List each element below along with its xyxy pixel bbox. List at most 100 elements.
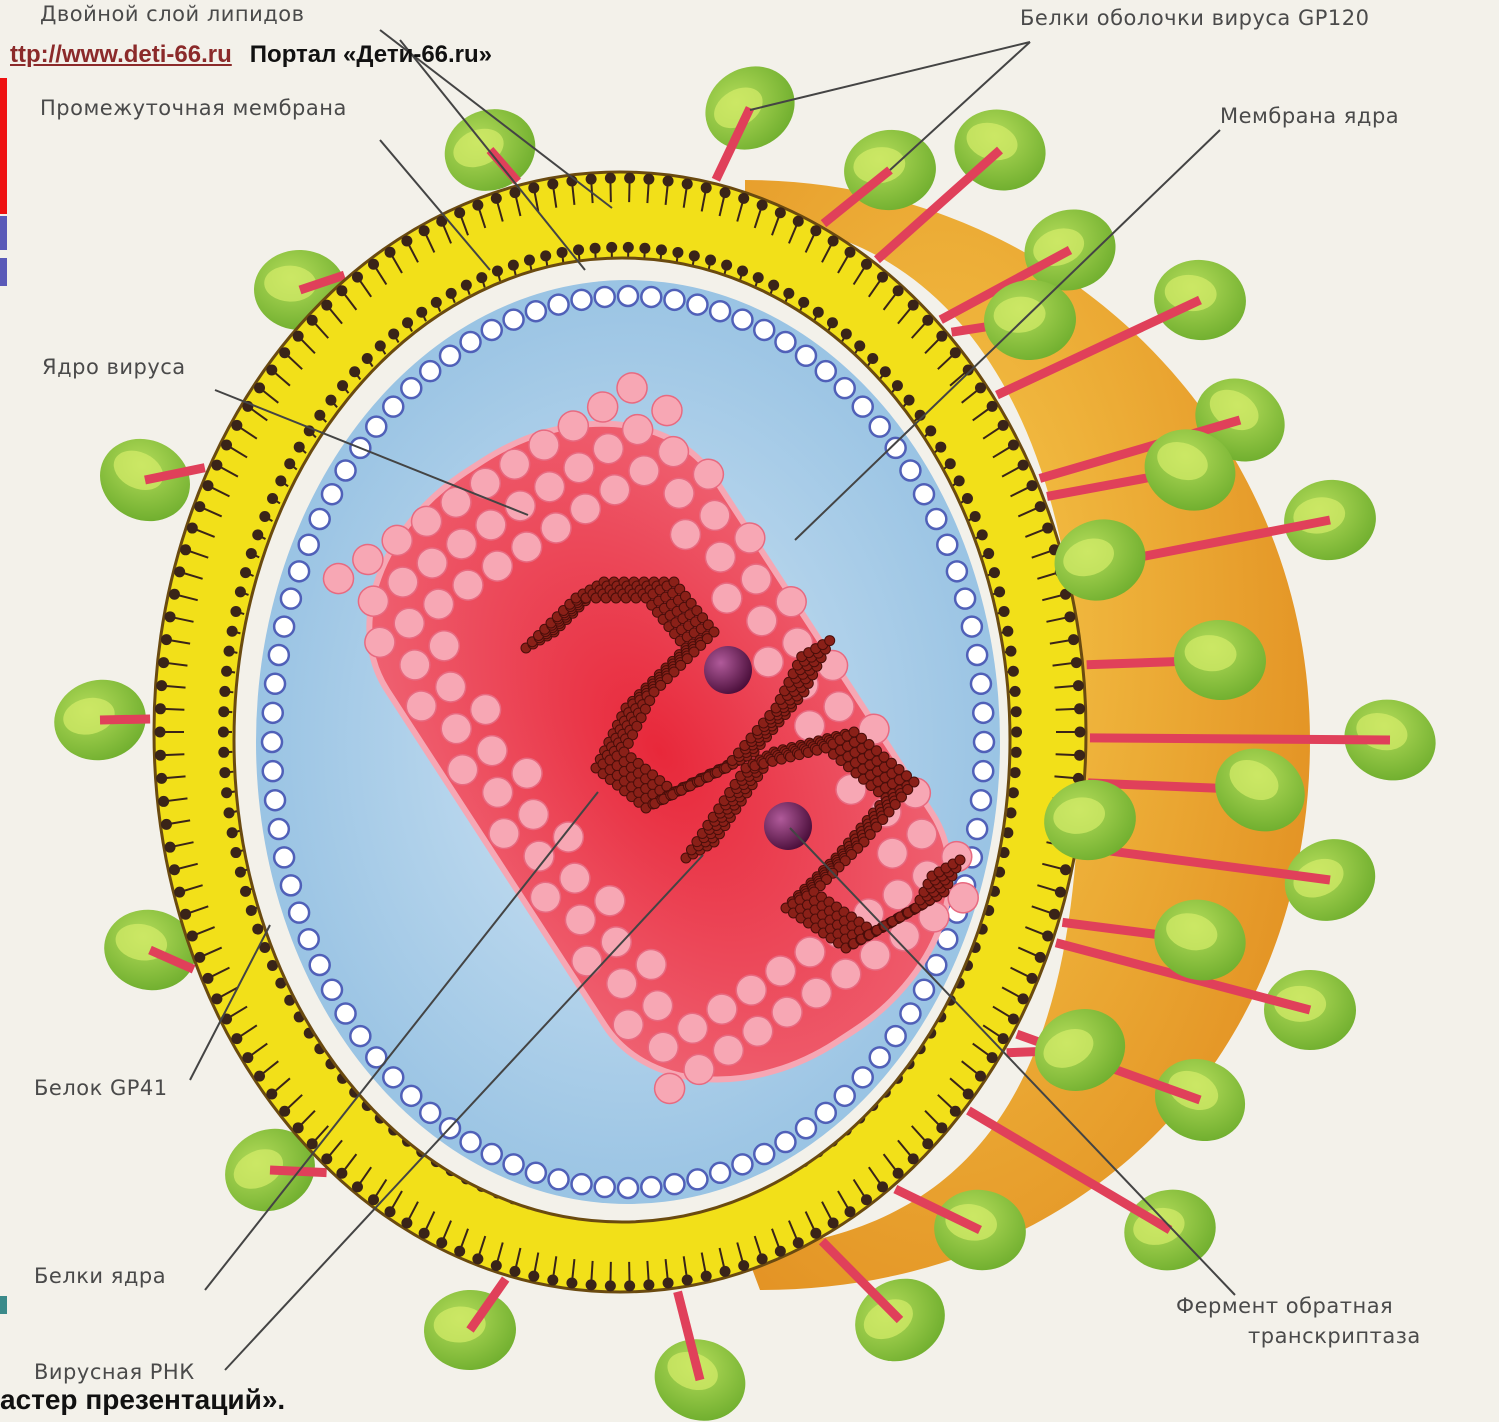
lipid-head xyxy=(352,272,363,283)
lipid-head xyxy=(720,1266,731,1277)
label-gp41: Белок GP41 xyxy=(34,1076,168,1100)
lipid-head xyxy=(416,307,427,318)
top-bar: ttp://www.deti-66.ru Портал «Дети-66.ru» xyxy=(0,34,492,76)
lipid-head xyxy=(211,993,222,1004)
lipid-head xyxy=(431,297,442,308)
lipid-head xyxy=(158,657,169,668)
lipid-head xyxy=(877,272,888,283)
lipid-head xyxy=(155,750,166,761)
lipid-head xyxy=(656,244,667,255)
membrane-bead xyxy=(322,484,342,504)
lipid-head xyxy=(1068,634,1079,645)
lipid-head xyxy=(753,272,764,283)
lipid-head xyxy=(1002,626,1013,637)
lipid-head xyxy=(254,382,265,393)
lipid-head xyxy=(738,1260,749,1271)
lipid-head xyxy=(388,328,399,339)
membrane-bead xyxy=(504,310,524,330)
lipid-head xyxy=(783,288,794,299)
membrane-bead xyxy=(886,438,906,458)
lipid-head xyxy=(476,272,487,283)
lipid-head xyxy=(768,280,779,291)
label-core-membrane: Мембрана ядра xyxy=(1220,104,1399,128)
lipid-head xyxy=(240,567,251,578)
lipid-head xyxy=(259,511,270,522)
lipid-head xyxy=(180,909,191,920)
rna-bead xyxy=(955,855,965,865)
lipid-head xyxy=(845,1206,856,1217)
membrane-bead xyxy=(870,1047,890,1067)
lipid-head xyxy=(935,442,946,453)
lipid-head xyxy=(509,1266,520,1277)
lipid-head xyxy=(1005,646,1016,657)
lipid-head xyxy=(845,247,856,258)
membrane-bead xyxy=(914,484,934,504)
lipid-head xyxy=(828,1217,839,1228)
lipid-head xyxy=(1073,680,1084,691)
lipid-head xyxy=(1008,787,1019,798)
lipid-head xyxy=(810,225,821,236)
lipid-head xyxy=(586,1279,597,1290)
lipid-head xyxy=(908,1153,919,1164)
lipid-head xyxy=(169,589,180,600)
reverse-transcriptase-1 xyxy=(704,646,752,694)
membrane-bead xyxy=(336,460,356,480)
lipid-head xyxy=(998,1033,1009,1044)
membrane-bead xyxy=(974,732,994,752)
lipid-head xyxy=(528,182,539,193)
lipid-head xyxy=(975,1071,986,1082)
membrane-bead xyxy=(299,535,319,555)
lipid-head xyxy=(419,225,430,236)
lipid-head xyxy=(454,207,465,218)
lipid-head xyxy=(321,1153,332,1164)
lipid-head xyxy=(793,1237,804,1248)
membrane-bead xyxy=(914,980,934,1000)
membrane-bead xyxy=(962,617,982,637)
lipid-head xyxy=(813,307,824,318)
label-gp120: Белки оболочки вируса GP120 xyxy=(1020,6,1369,30)
membrane-bead xyxy=(618,1178,638,1198)
lipid-head xyxy=(998,420,1009,431)
lipid-head xyxy=(893,1168,904,1179)
membrane-bead xyxy=(947,561,967,581)
label-virus-core: Ядро вируса xyxy=(42,355,186,379)
membrane-bead xyxy=(775,1132,795,1152)
lipid-head xyxy=(221,440,232,451)
membrane-bead xyxy=(664,1174,684,1194)
membrane-bead xyxy=(754,1144,774,1164)
lipid-head xyxy=(892,380,903,391)
membrane-bead xyxy=(572,1174,592,1194)
lipid-head xyxy=(643,174,654,185)
membrane-bead xyxy=(269,645,289,665)
lipid-head xyxy=(275,475,286,486)
lipid-head xyxy=(1064,611,1075,622)
lipid-head xyxy=(963,1088,974,1099)
lipid-head xyxy=(321,300,332,311)
membrane-bead xyxy=(310,509,330,529)
membrane-bead xyxy=(383,1067,403,1087)
lipid-head xyxy=(1008,666,1019,677)
membrane-bead xyxy=(955,589,975,609)
membrane-bead xyxy=(269,819,289,839)
lipid-head xyxy=(1074,703,1085,714)
lipid-head xyxy=(1074,750,1085,761)
lipid-head xyxy=(336,1168,347,1179)
lipid-head xyxy=(977,529,988,540)
lipid-head xyxy=(827,317,838,328)
lipid-head xyxy=(492,265,503,276)
site-link[interactable]: ttp://www.deti-66.ru xyxy=(10,41,232,69)
membrane-bead xyxy=(886,1026,906,1046)
lipid-head xyxy=(1042,523,1053,534)
membrane-bead xyxy=(401,1086,421,1106)
membrane-bead xyxy=(366,417,386,437)
membrane-bead xyxy=(336,1004,356,1024)
lipid-head xyxy=(227,626,238,637)
lipid-head xyxy=(401,1217,412,1228)
lipid-head xyxy=(528,1271,539,1282)
membrane-bead xyxy=(274,847,294,867)
lipid-head xyxy=(1071,657,1082,668)
lipid-head xyxy=(235,586,246,597)
lipid-head xyxy=(284,458,295,469)
lipid-head xyxy=(573,244,584,255)
lipid-head xyxy=(187,523,198,534)
